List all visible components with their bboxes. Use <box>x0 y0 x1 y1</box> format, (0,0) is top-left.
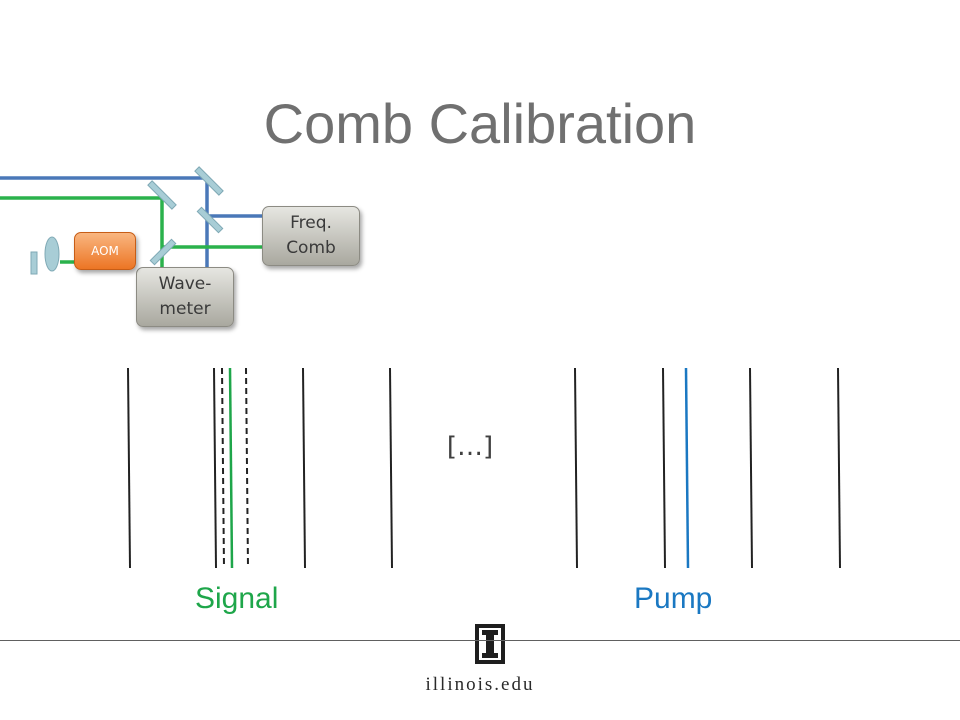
signal-line <box>228 367 234 569</box>
comb-line <box>574 367 578 569</box>
mirror-green <box>147 180 177 210</box>
mirror-green-lower <box>149 238 177 266</box>
comb-line <box>837 367 841 569</box>
wavemeter-label-line2: meter <box>159 299 211 319</box>
pump-label: Pump <box>634 582 713 615</box>
footer-divider <box>0 640 960 641</box>
mirrors <box>30 166 224 275</box>
slide-title: Comb Calibration <box>263 92 697 155</box>
aom-label: AOM <box>91 244 119 258</box>
comb-line <box>662 367 666 569</box>
comb-lines <box>127 367 841 569</box>
illinois-logo <box>471 620 509 668</box>
sideband-lines <box>221 367 249 569</box>
wavemeter-box: Wave- meter <box>136 267 234 327</box>
comb-line <box>127 367 131 569</box>
ellipsis-label: […] <box>446 432 494 462</box>
dashed-sideband-right <box>245 367 249 569</box>
comb-line <box>389 367 393 569</box>
freq-comb-label-line2: Comb <box>286 238 336 258</box>
blue-beam-path <box>0 176 265 218</box>
mirror-beamsplitter <box>196 206 224 234</box>
lens-icon <box>44 236 60 272</box>
retro-mirror <box>30 251 38 275</box>
pump-line <box>684 367 690 569</box>
mirror-top <box>194 166 224 196</box>
freq-comb-box: Freq. Comb <box>262 206 360 266</box>
footer-site-text: illinois.edu <box>425 674 535 695</box>
comb-line <box>749 367 753 569</box>
freq-comb-label-line1: Freq. <box>290 213 332 233</box>
aom-box: AOM <box>74 232 136 270</box>
wavemeter-label-line1: Wave- <box>158 274 212 294</box>
comb-line <box>302 367 306 569</box>
comb-line <box>213 367 217 569</box>
signal-label: Signal <box>195 582 279 615</box>
dashed-sideband-left <box>221 367 225 569</box>
